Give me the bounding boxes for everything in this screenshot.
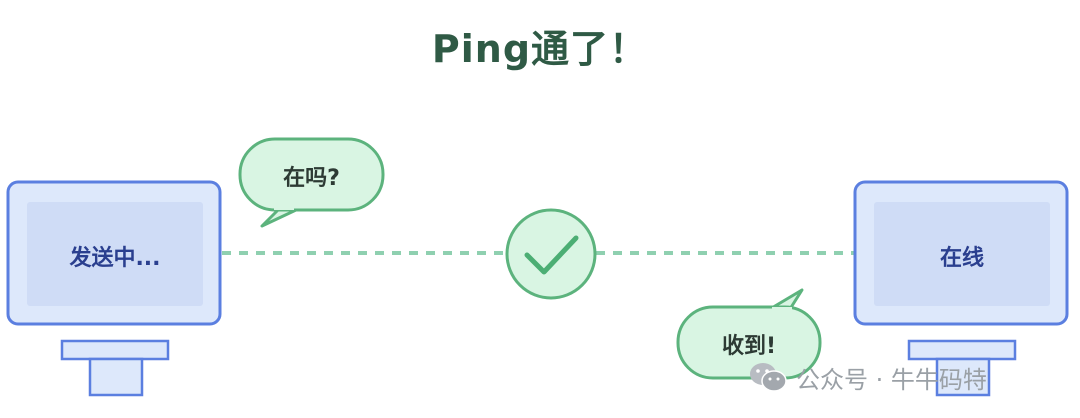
answer-bubble-body (676, 305, 822, 380)
right-screen-label: 在线 (939, 246, 984, 271)
answer-bubble-text: 收到! (721, 334, 777, 359)
right-monitor-screen (874, 202, 1050, 306)
right-monitor-base (935, 357, 991, 397)
right-monitor-neck (907, 339, 1017, 361)
question-bubble-body (238, 137, 385, 212)
question-bubble (238, 137, 385, 228)
checkmark-icon (505, 208, 597, 300)
left-computer (6, 180, 222, 397)
watermark: 公众号 · 牛牛码特 (748, 360, 987, 394)
answer-bubble (676, 288, 822, 380)
question-bubble-tail (260, 208, 298, 228)
left-monitor-screen (27, 202, 203, 306)
left-screen-label: 发送中... (69, 246, 161, 271)
page-title: Ping通了！ (431, 27, 649, 71)
left-monitor-base (88, 357, 144, 397)
watermark-text: 公众号 · 牛牛码特 (796, 365, 987, 394)
question-bubble-text: 在吗? (283, 166, 340, 191)
left-monitor-neck (60, 339, 170, 361)
wechat-icon (750, 363, 787, 392)
right-computer (853, 180, 1069, 397)
